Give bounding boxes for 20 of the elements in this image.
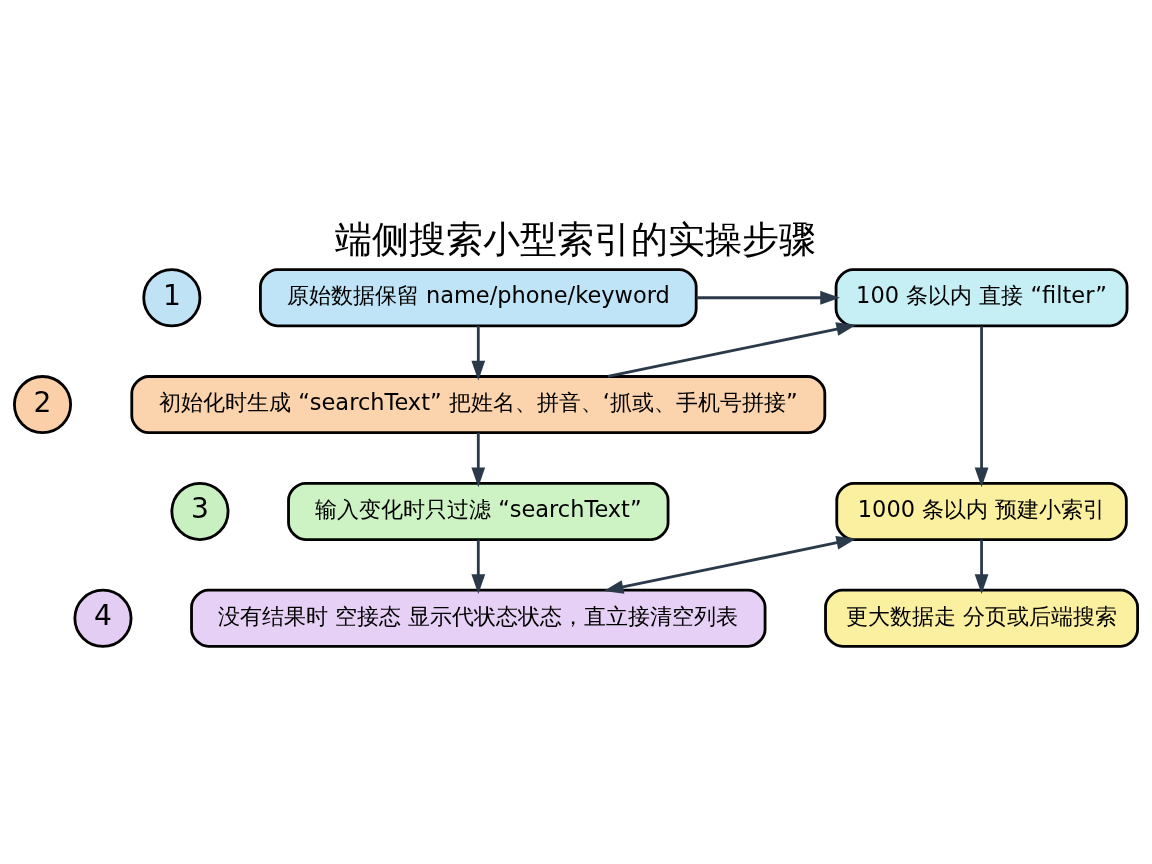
node-box: 更大数据走 分页或后端搜索 <box>824 588 1139 648</box>
arrow <box>471 432 486 488</box>
node-circle: 4 <box>73 588 133 648</box>
node-box: 初始化时生成 “searchText” 把姓名、拼音、‘抓或、手机号拼接” <box>130 375 827 435</box>
arrow <box>471 539 486 595</box>
node-box: 1000 条以内 预建小索引 <box>835 481 1128 541</box>
node-circle: 2 <box>13 375 73 435</box>
arrow <box>974 326 989 488</box>
arrow <box>607 322 857 378</box>
arrow <box>696 290 840 305</box>
diagram-title: 端侧搜索小型索引的实操步骤 <box>335 218 817 262</box>
node-circle: 3 <box>170 481 230 541</box>
arrow <box>974 539 989 595</box>
node-box: 输入变化时只过滤 “searchText” <box>287 481 670 541</box>
node-box: 原始数据保留 name/phone/keyword <box>259 268 698 328</box>
arrow <box>471 325 486 381</box>
node-box: 100 条以内 直接 “filter” <box>834 268 1129 328</box>
node-box: 没有结果时 空接态 显示代状态状态，直立接清空列表 <box>190 588 767 648</box>
arrow <box>603 536 857 594</box>
node-circle: 1 <box>142 268 202 328</box>
